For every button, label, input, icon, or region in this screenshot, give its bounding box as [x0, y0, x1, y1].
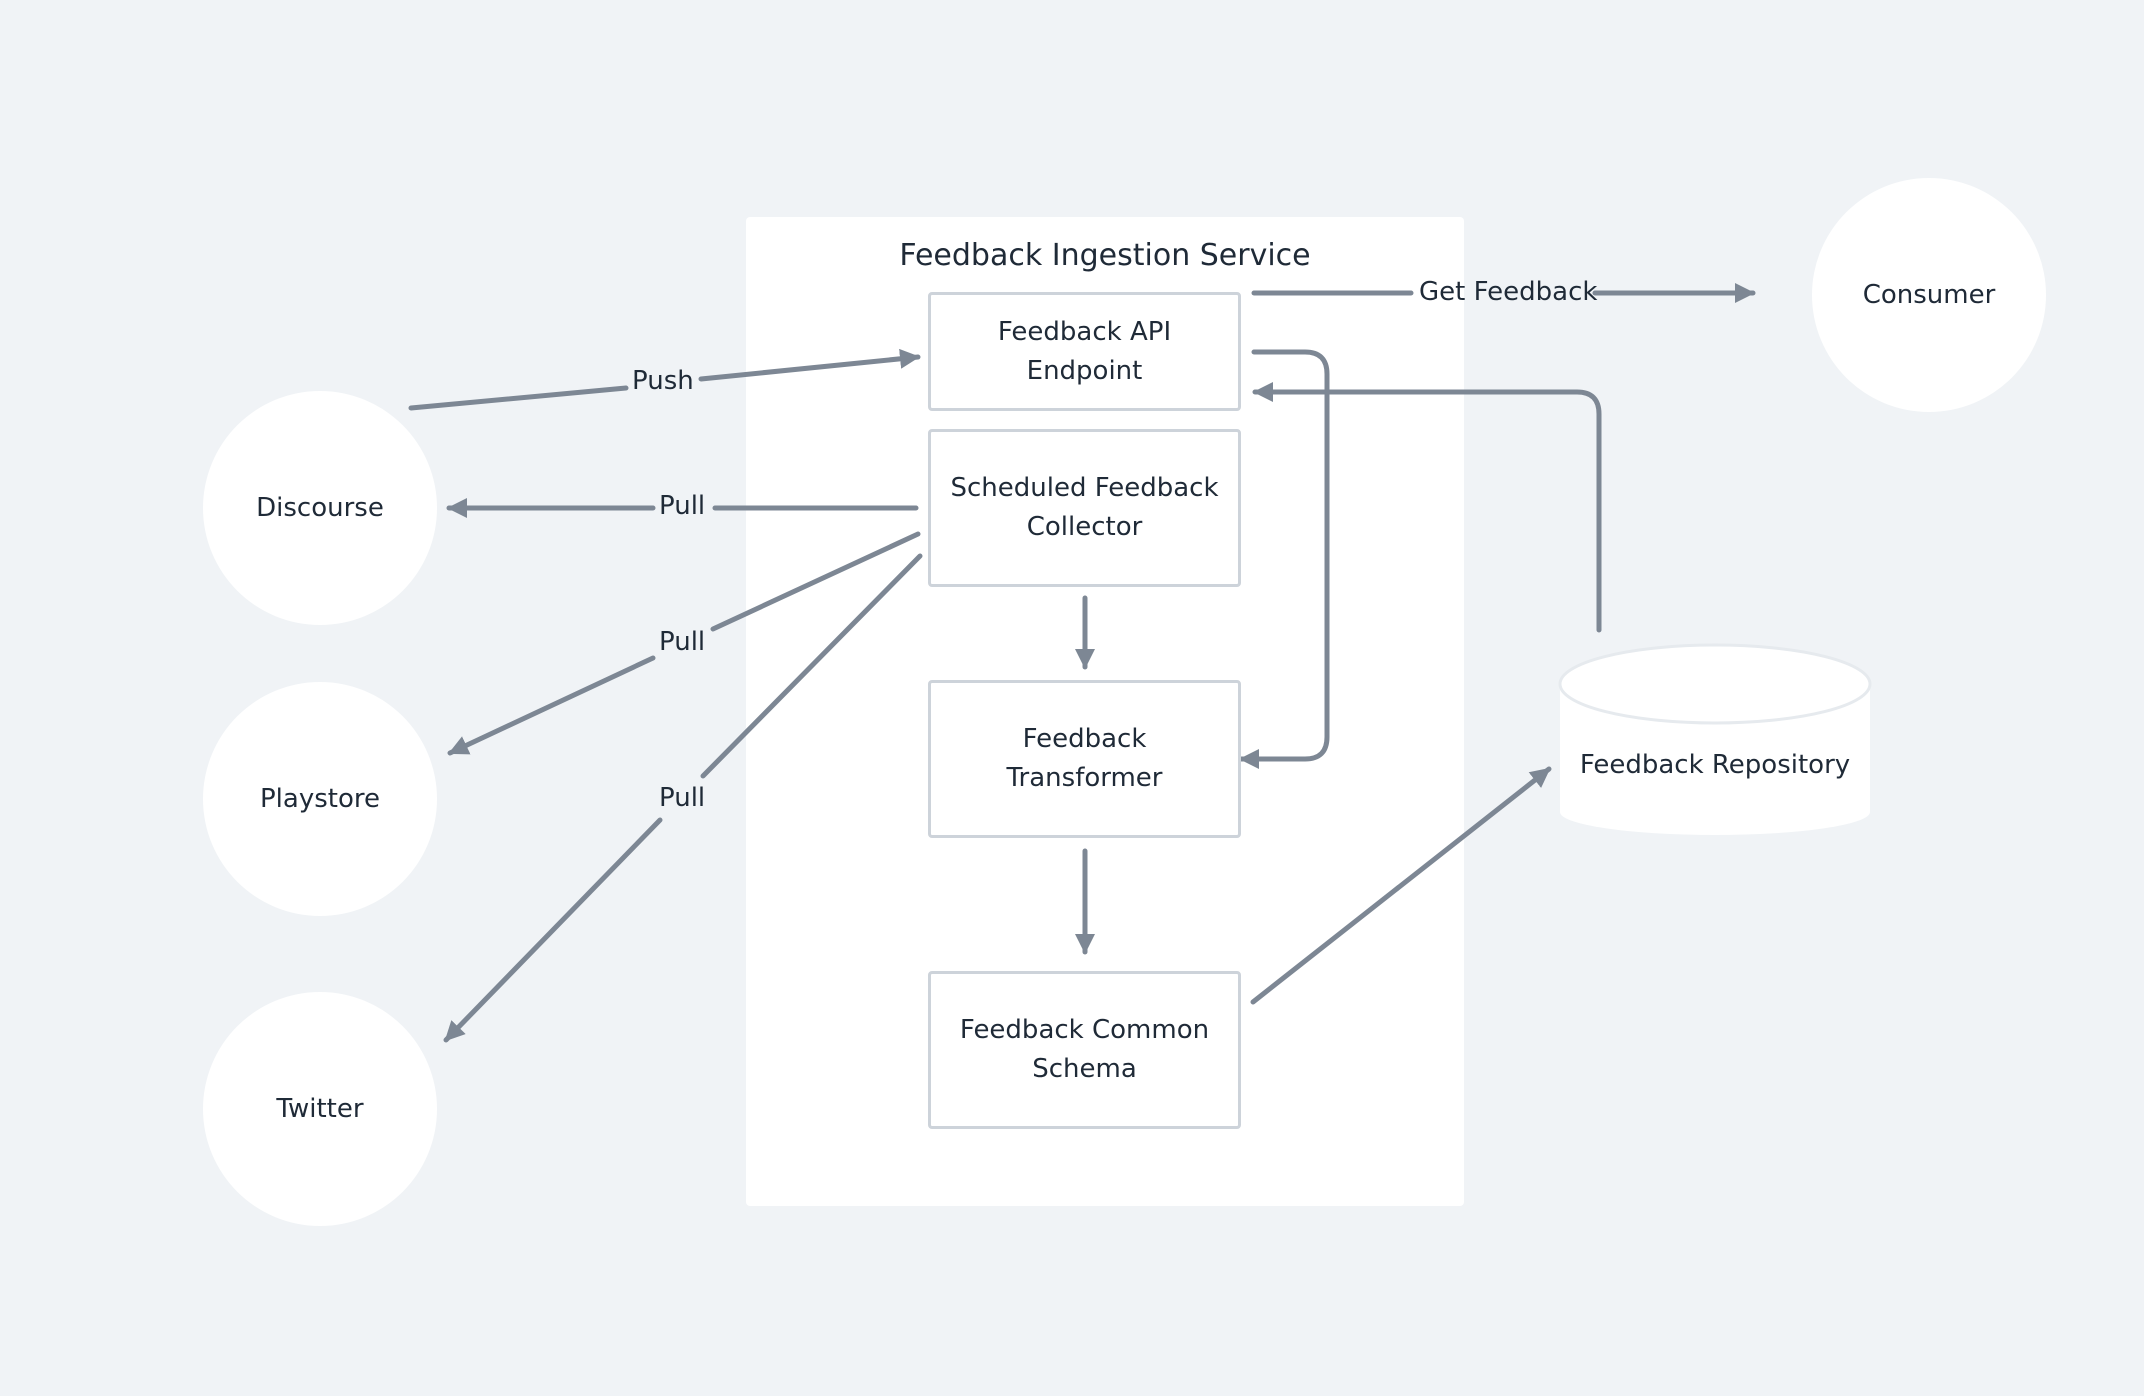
get-feedback-label: Get Feedback	[1419, 277, 1598, 307]
scheduled-feedback-collector-label: Scheduled Feedback Collector	[950, 473, 1219, 542]
feedback-api-endpoint-label: Feedback API Endpoint	[997, 316, 1172, 386]
pull-twitter-arrow-b	[443, 817, 663, 1043]
api-to-transformer-arrow	[1238, 349, 1330, 769]
schema-to-repository-arrow	[1250, 766, 1552, 1005]
consumer-label: Consumer	[1862, 280, 1996, 310]
feedback-api-endpoint-box: Feedback API Endpoint	[928, 292, 1241, 411]
playstore-node: Playstore	[203, 682, 437, 916]
consumer-node: Consumer	[1812, 178, 2046, 412]
feedback-common-schema-label: Feedback Common Schema	[959, 1015, 1210, 1084]
feedback-transformer-label: Feedback Transformer	[1006, 724, 1163, 793]
pull-discourse-label: Pull	[659, 491, 706, 521]
discourse-node: Discourse	[203, 391, 437, 625]
push-arrow-a	[408, 385, 629, 411]
pull-playstore-label: Pull	[659, 627, 706, 657]
push-label: Push	[632, 366, 694, 396]
repository-to-api-arrow	[1252, 382, 1602, 633]
repository-cylinder	[1558, 643, 1872, 835]
twitter-label: Twitter	[276, 1094, 364, 1124]
service-title: Feedback Ingestion Service	[899, 238, 1311, 273]
pull-twitter-arrow-a	[700, 553, 923, 779]
feedback-common-schema-box: Feedback Common Schema	[928, 971, 1241, 1129]
discourse-label: Discourse	[256, 493, 384, 523]
feedback-transformer-box: Feedback Transformer	[928, 680, 1241, 838]
scheduled-feedback-collector-box: Scheduled Feedback Collector	[928, 429, 1241, 587]
pull-playstore-arrow-b	[447, 655, 656, 756]
twitter-node: Twitter	[203, 992, 437, 1226]
feedback-repository-label: Feedback Repository	[1579, 750, 1851, 780]
push-arrow-b	[698, 348, 921, 382]
pull-playstore-arrow-a	[710, 531, 921, 632]
pull-twitter-label: Pull	[659, 783, 706, 813]
playstore-label: Playstore	[260, 784, 380, 814]
